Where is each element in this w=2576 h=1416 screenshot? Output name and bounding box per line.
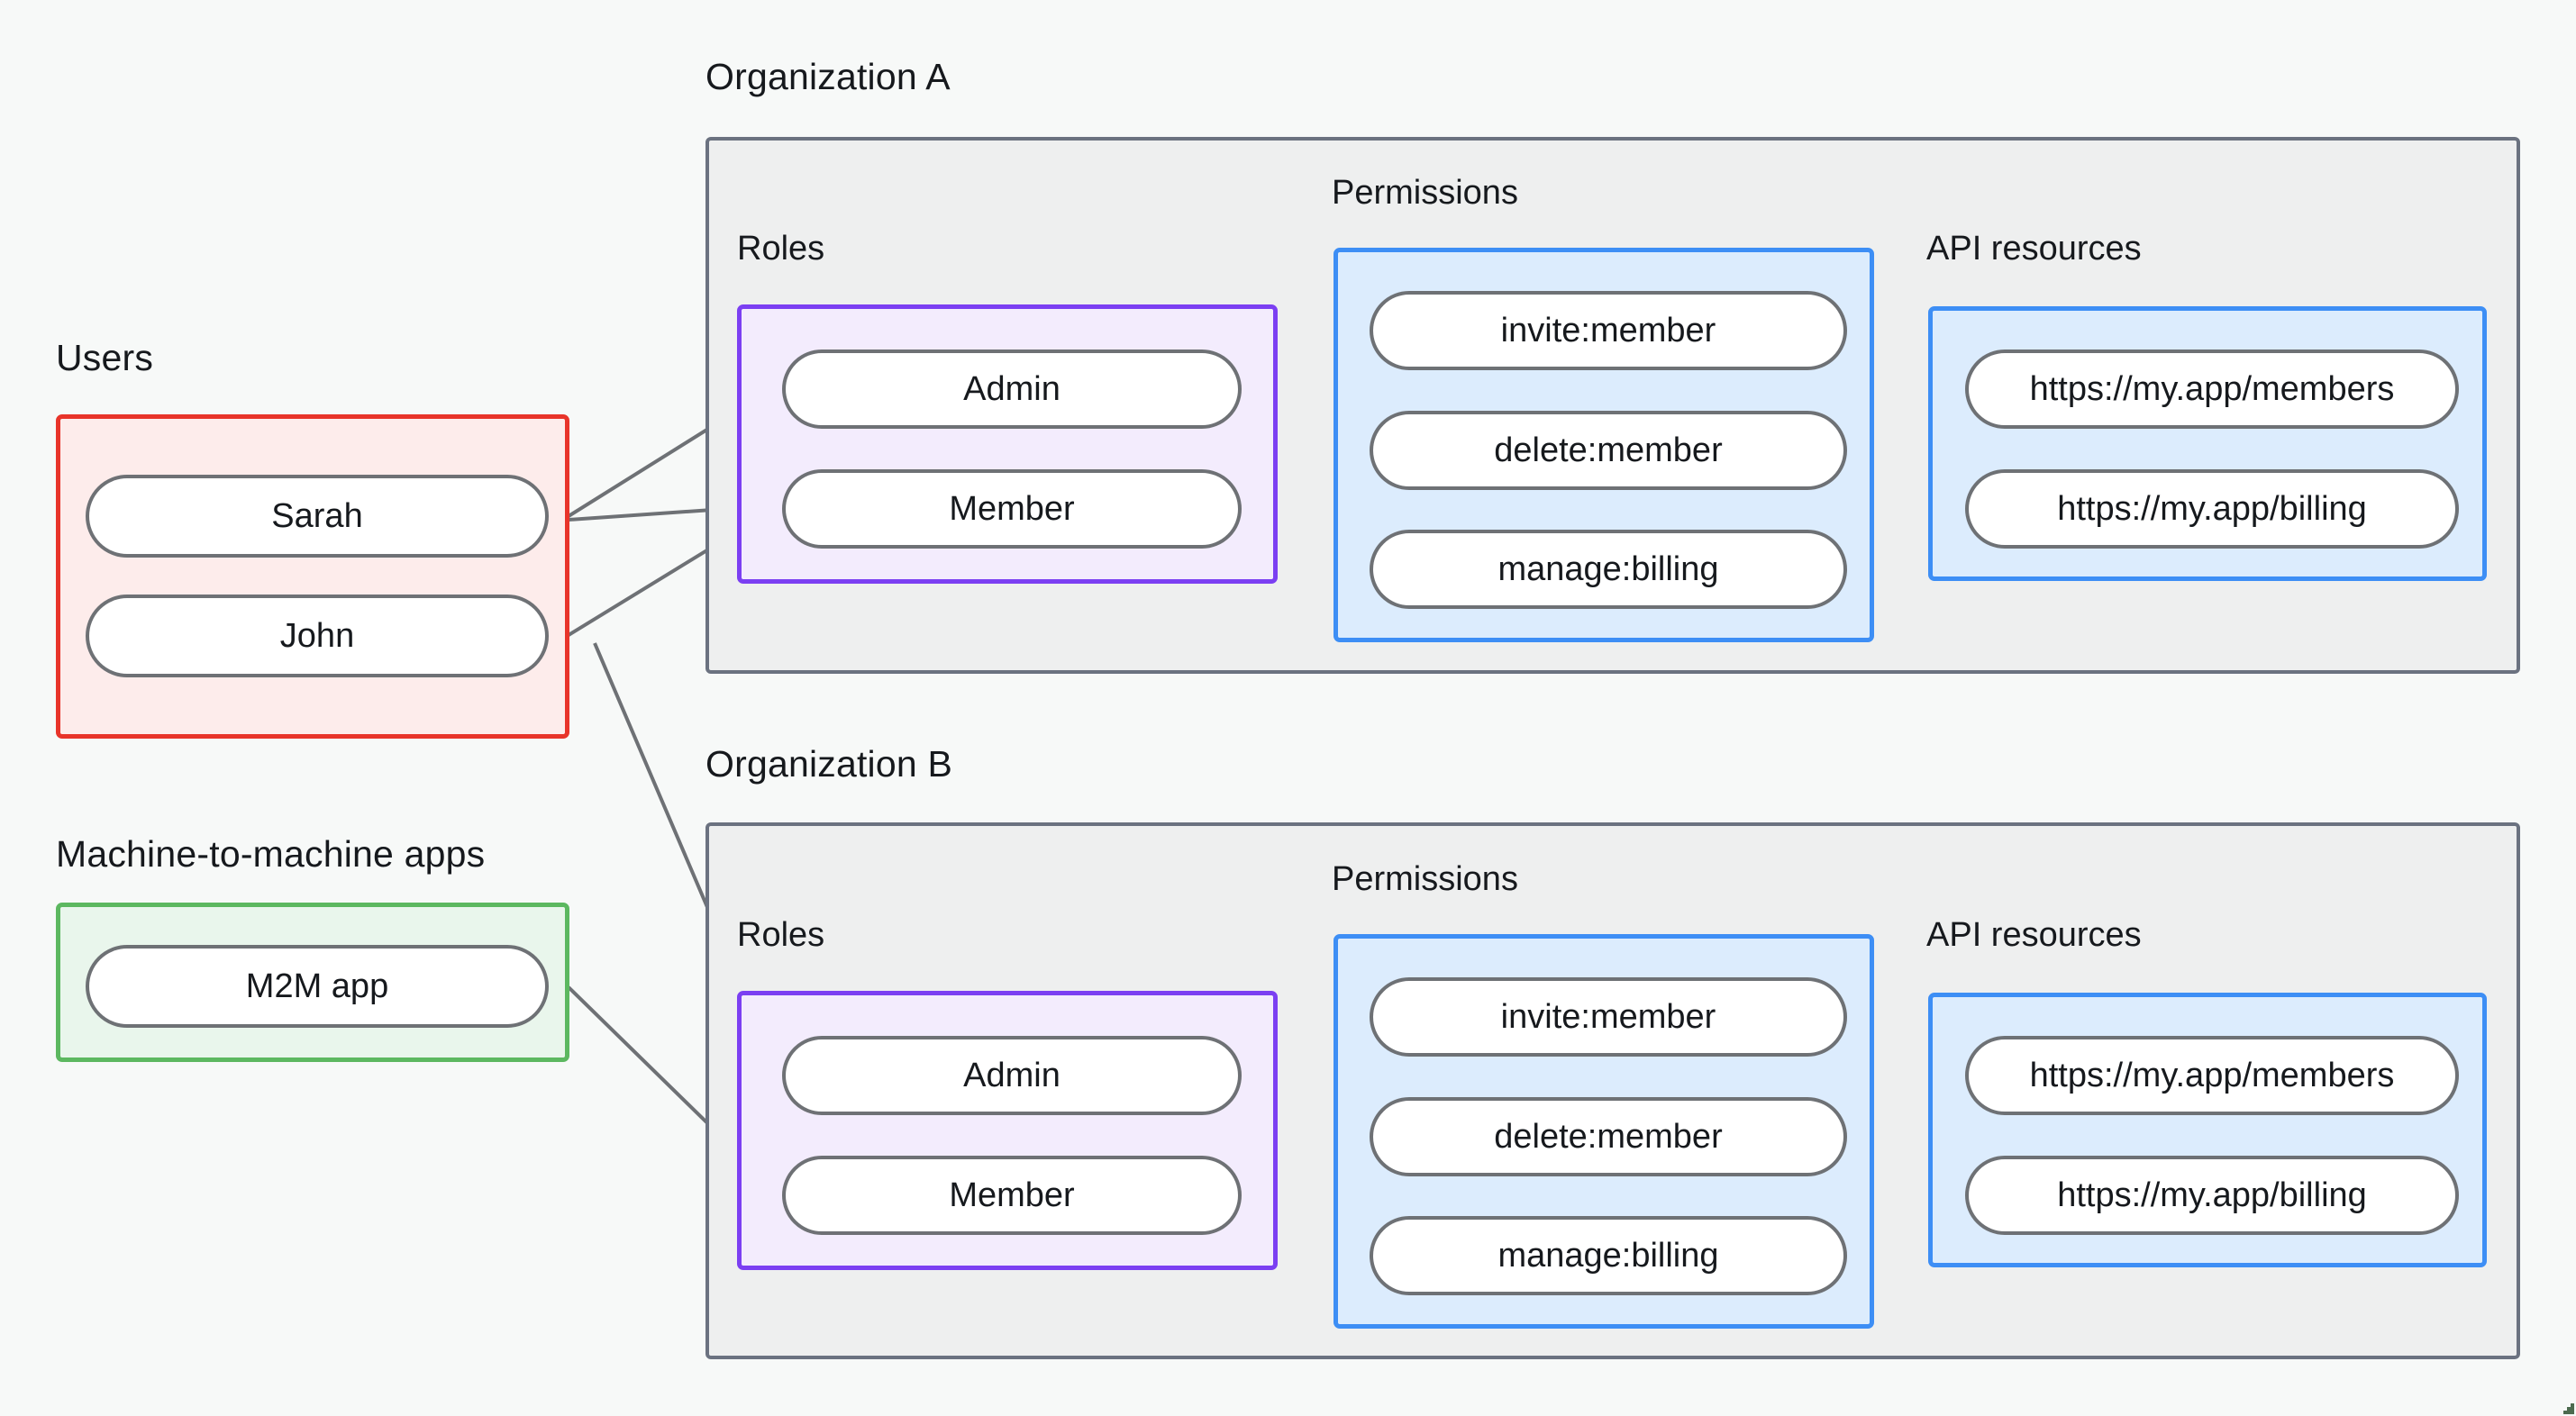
m2m-group-label: Machine-to-machine apps <box>56 833 486 875</box>
org-a-api-resources-label: API resources <box>1926 230 2142 268</box>
resize-handle-icon[interactable] <box>2562 1402 2574 1414</box>
org-a-api-resources-box[interactable]: https://my.app/members https://my.app/bi… <box>1928 306 2487 581</box>
org-b-role-pill-admin[interactable]: Admin <box>782 1036 1242 1115</box>
org-a-permissions-box[interactable]: invite:member delete:member manage:billi… <box>1334 248 1874 642</box>
user-pill-john[interactable]: John <box>86 595 549 677</box>
org-a-permission-pill-delete-member[interactable]: delete:member <box>1370 411 1847 490</box>
org-b-title: Organization B <box>705 743 953 785</box>
org-a-api-pill-billing[interactable]: https://my.app/billing <box>1965 469 2459 549</box>
org-a-permissions-label: Permissions <box>1332 174 1518 212</box>
org-a-api-pill-members[interactable]: https://my.app/members <box>1965 349 2459 429</box>
users-container[interactable]: Sarah John <box>56 414 569 739</box>
org-b-permission-pill-manage-billing[interactable]: manage:billing <box>1370 1216 1847 1295</box>
org-b-role-pill-member[interactable]: Member <box>782 1156 1242 1235</box>
org-b-permissions-box[interactable]: invite:member delete:member manage:billi… <box>1334 934 1874 1329</box>
org-a-role-pill-admin[interactable]: Admin <box>782 349 1242 429</box>
org-b-permission-pill-invite-member[interactable]: invite:member <box>1370 977 1847 1057</box>
org-b-api-resources-box[interactable]: https://my.app/members https://my.app/bi… <box>1928 993 2487 1267</box>
org-a-roles-label: Roles <box>737 230 825 268</box>
org-b-api-pill-members[interactable]: https://my.app/members <box>1965 1036 2459 1115</box>
org-b-api-resources-label: API resources <box>1926 916 2142 954</box>
org-a-permission-pill-invite-member[interactable]: invite:member <box>1370 291 1847 370</box>
org-a-title: Organization A <box>705 56 951 97</box>
org-b-roles-box[interactable]: Admin Member <box>737 991 1278 1270</box>
user-pill-sarah[interactable]: Sarah <box>86 475 549 558</box>
m2m-pill-app[interactable]: M2M app <box>86 945 549 1028</box>
org-b-api-pill-billing[interactable]: https://my.app/billing <box>1965 1156 2459 1235</box>
users-group-label: Users <box>56 337 154 378</box>
org-b-permissions-label: Permissions <box>1332 860 1518 898</box>
m2m-container[interactable]: M2M app <box>56 903 569 1062</box>
org-a-permission-pill-manage-billing[interactable]: manage:billing <box>1370 530 1847 609</box>
org-a-role-pill-member[interactable]: Member <box>782 469 1242 549</box>
org-b-permission-pill-delete-member[interactable]: delete:member <box>1370 1097 1847 1176</box>
org-a-roles-box[interactable]: Admin Member <box>737 304 1278 584</box>
org-b-roles-label: Roles <box>737 916 825 954</box>
